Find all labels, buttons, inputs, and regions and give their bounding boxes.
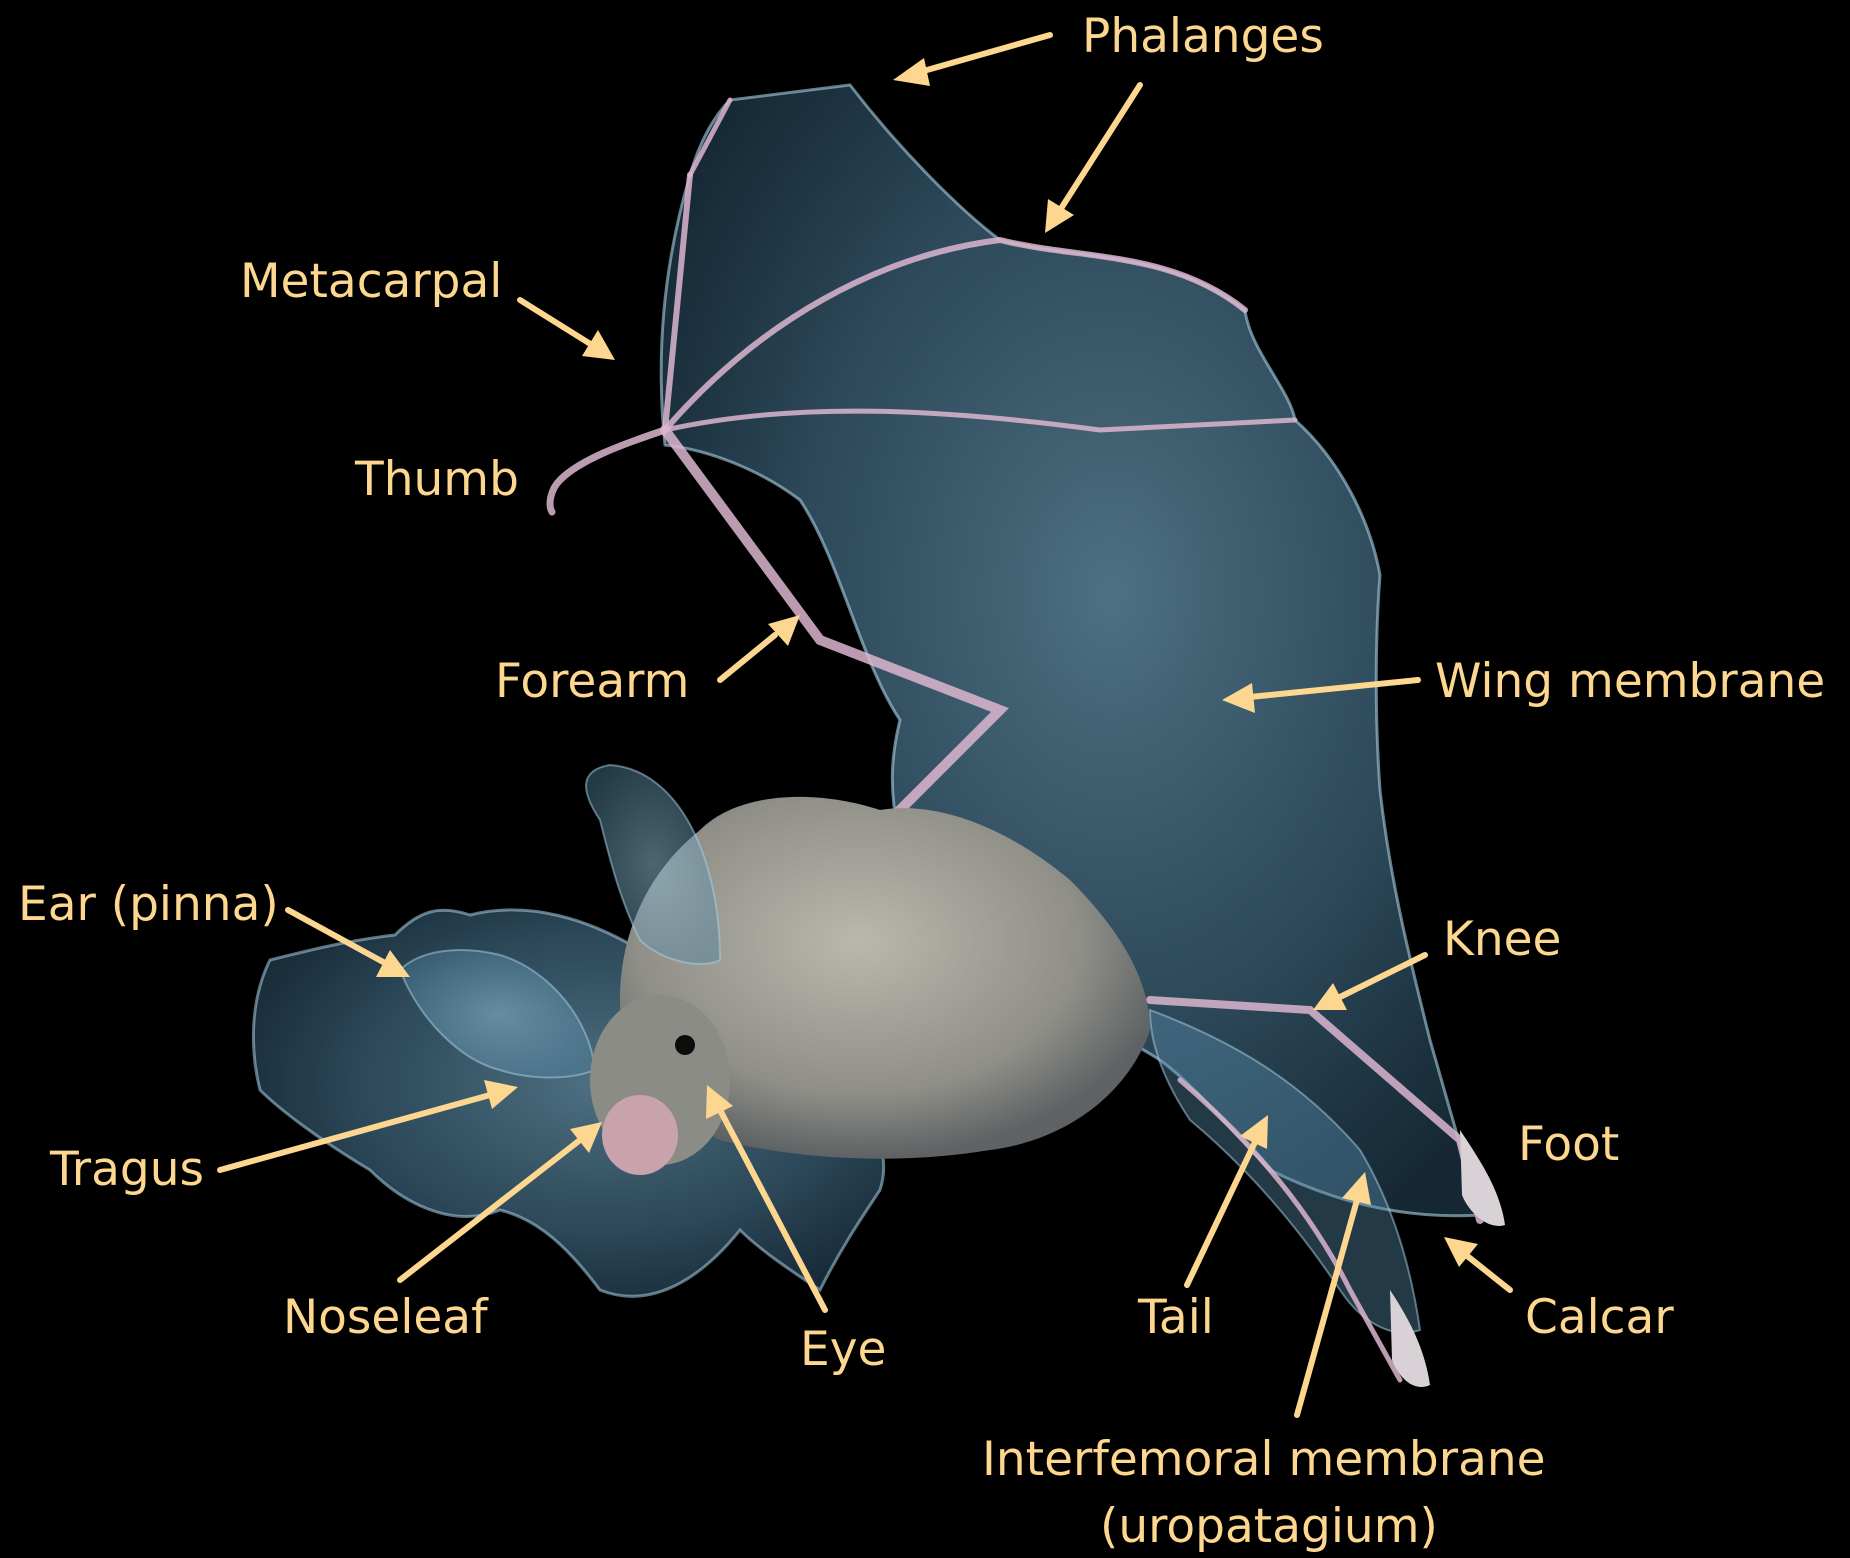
label-forearm: Forearm — [495, 654, 689, 709]
label-noseleaf: Noseleaf — [283, 1290, 489, 1345]
bat-eye-dot — [675, 1035, 695, 1055]
annotation-thumb: Thumb — [354, 452, 519, 507]
label-metacarpal: Metacarpal — [240, 254, 502, 309]
label-thumb: Thumb — [354, 452, 519, 507]
label-interfemoral-line1: Interfemoral membrane — [982, 1432, 1546, 1487]
label-phalanges: Phalanges — [1082, 9, 1324, 64]
bat-snout — [602, 1095, 678, 1175]
label-ear: Ear (pinna) — [18, 877, 279, 932]
label-foot: Foot — [1518, 1117, 1619, 1172]
label-eye: Eye — [800, 1322, 886, 1377]
label-wing-membrane: Wing membrane — [1435, 654, 1825, 709]
label-interfemoral-line2: (uropatagium) — [1100, 1499, 1438, 1554]
annotation-foot: Foot — [1518, 1117, 1619, 1172]
label-knee: Knee — [1443, 912, 1561, 967]
label-tragus: Tragus — [49, 1142, 204, 1197]
label-tail: Tail — [1137, 1290, 1214, 1345]
label-calcar: Calcar — [1525, 1290, 1674, 1345]
